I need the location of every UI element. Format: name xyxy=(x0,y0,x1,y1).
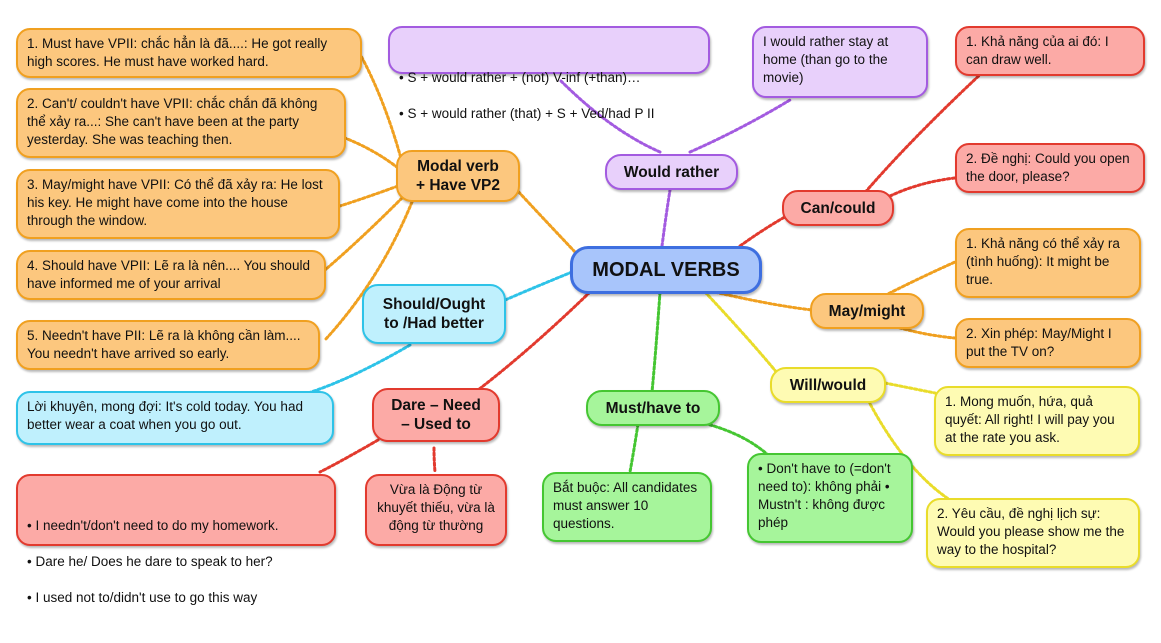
link-will-1 xyxy=(883,381,937,395)
dare-example-1: I needn't/don't need to do my homework. xyxy=(27,517,325,535)
leaf-would-rather-example: I would rather stay at home (than go to … xyxy=(752,26,928,98)
link-modal-have-1 xyxy=(358,52,404,164)
leaf-may-2: 2. Xin phép: May/Might I put the TV on? xyxy=(955,318,1141,368)
link-would-rather-structures xyxy=(558,78,662,154)
leaf-can-2: 2. Đề nghị: Could you open the door, ple… xyxy=(955,143,1145,193)
connector-lines xyxy=(303,52,987,502)
leaf-will-2: 2. Yêu cầu, đề nghị lịch sự: Would you p… xyxy=(926,498,1140,568)
leaf-can-1: 1. Khả năng của ai đó: I can draw well. xyxy=(955,26,1145,76)
dare-example-3: I used not to/didn't use to go this way xyxy=(27,589,325,607)
hub-modal-have: Modal verb + Have VP2 xyxy=(396,150,520,202)
dare-example-2: Dare he/ Does he dare to speak to her? xyxy=(27,553,325,571)
link-center-would-rather xyxy=(660,188,672,248)
link-must-1 xyxy=(628,422,640,474)
hub-can-could: Can/could xyxy=(782,190,894,226)
would-rather-structure-list: S + would rather + (not) V-inf (+than)… … xyxy=(399,51,699,141)
would-rather-structure-2: S + would rather (that) + S + Ved/had P … xyxy=(399,105,699,123)
center-topic: MODAL VERBS xyxy=(570,246,762,294)
link-would-rather-example xyxy=(688,98,792,154)
link-can-1 xyxy=(860,68,987,198)
link-center-modal-have xyxy=(513,186,577,254)
leaf-will-1: 1. Mong muốn, hứa, quả quyết: All right!… xyxy=(934,386,1140,456)
leaf-modal-have-2: 2. Can't/ couldn't have VPII: chắc chắn … xyxy=(16,88,346,158)
leaf-may-1: 1. Khả năng có thể xảy ra (tình huống): … xyxy=(955,228,1141,298)
leaf-dare-note: Vừa là Động từ khuyết thiếu, vừa là động… xyxy=(365,474,507,546)
link-should-1 xyxy=(303,343,412,396)
link-can-2 xyxy=(888,176,957,198)
link-dare-note xyxy=(432,446,437,474)
link-dare-examples xyxy=(318,438,380,474)
link-modal-have-4 xyxy=(323,196,404,272)
leaf-modal-have-3: 3. May/might have VPII: Có thể đã xảy ra… xyxy=(16,169,340,239)
would-rather-structure-1: S + would rather + (not) V-inf (+than)… xyxy=(399,69,699,87)
hub-should: Should/Ought to /Had better xyxy=(362,284,506,344)
hub-may-might: May/might xyxy=(810,293,924,329)
leaf-must-2: • Don't have to (=don't need to): không … xyxy=(747,453,913,543)
hub-will-would: Will/would xyxy=(770,367,886,403)
link-center-will xyxy=(703,290,780,376)
link-modal-have-3 xyxy=(338,184,400,208)
leaf-modal-have-1: 1. Must have VPII: chắc hẳn là đã....: H… xyxy=(16,28,362,78)
leaf-would-rather-structures: S + would rather + (not) V-inf (+than)… … xyxy=(388,26,710,121)
leaf-modal-have-4: 4. Should have VPII: Lẽ ra là nên.... Yo… xyxy=(16,250,326,300)
leaf-modal-have-5: 5. Needn't have PII: Lẽ ra là không cần … xyxy=(16,320,320,370)
link-center-should xyxy=(503,270,574,302)
link-modal-have-2 xyxy=(343,136,400,170)
leaf-must-1: Bắt buộc: All candidates must answer 10 … xyxy=(542,472,712,542)
leaf-should-1: Lời khuyên, mong đợi: It's cold today. Y… xyxy=(16,391,334,445)
link-center-dare xyxy=(476,290,592,392)
hub-must-have-to: Must/have to xyxy=(586,390,720,426)
link-center-must xyxy=(650,290,662,394)
link-modal-have-5 xyxy=(323,200,414,342)
dare-example-list: I needn't/don't need to do my homework. … xyxy=(27,499,325,625)
hub-would-rather: Would rather xyxy=(605,154,738,190)
leaf-dare-examples: I needn't/don't need to do my homework. … xyxy=(16,474,336,605)
link-center-can xyxy=(738,212,792,248)
hub-dare-need: Dare – Need – Used to xyxy=(372,388,500,442)
